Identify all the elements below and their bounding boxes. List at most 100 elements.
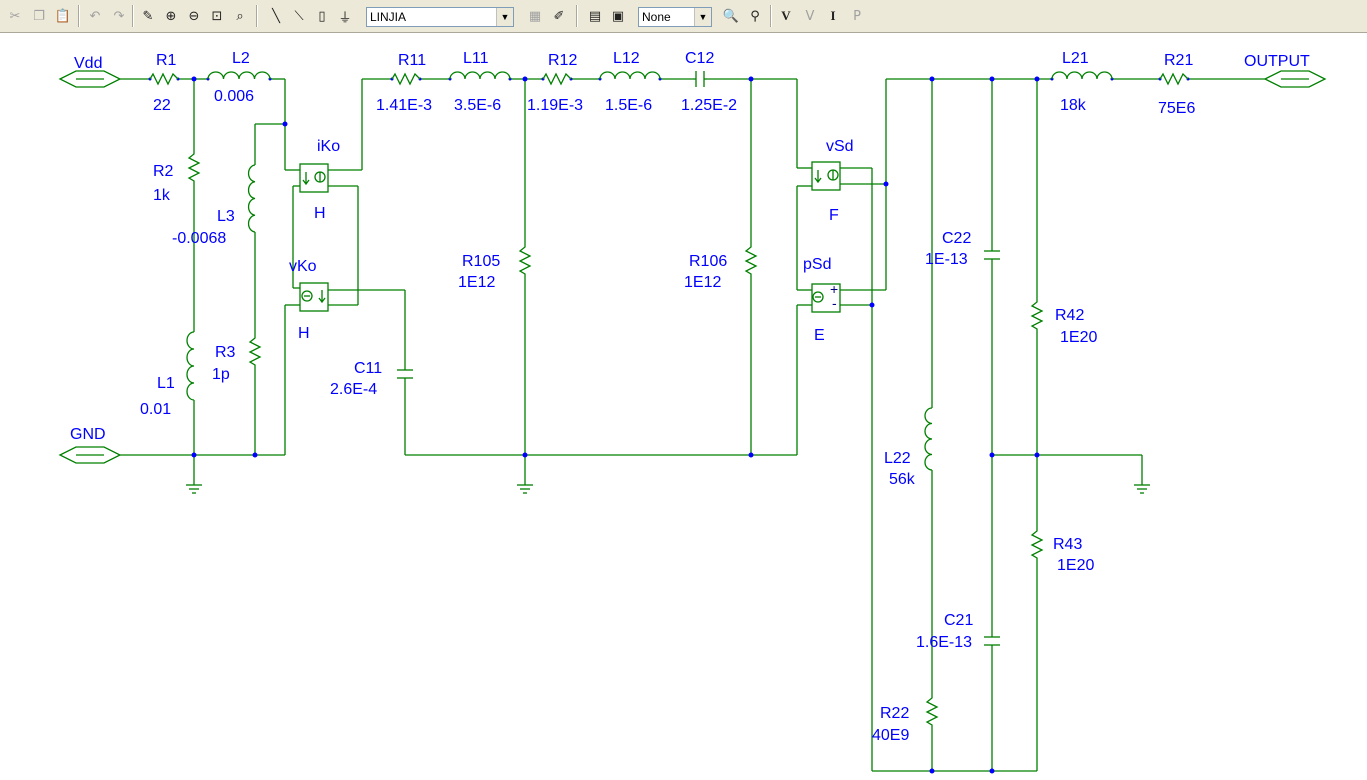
r22-value: 40E9 bbox=[872, 727, 909, 744]
r1-name: R1 bbox=[156, 52, 177, 69]
probe-icon[interactable]: ⚲ bbox=[750, 8, 760, 24]
zoom-fit-icon[interactable]: ⌕ bbox=[236, 8, 244, 24]
cut-icon[interactable]: ✂ bbox=[9, 8, 21, 24]
chevron-down-icon[interactable]: ▼ bbox=[496, 8, 513, 26]
l2-value: 0.006 bbox=[214, 88, 254, 105]
resistor-r21[interactable]: R21 75E6 bbox=[1158, 52, 1195, 117]
port-output[interactable]: OUTPUT bbox=[1244, 53, 1327, 88]
resistor-r12[interactable]: R12 1.19E-3 bbox=[527, 52, 583, 114]
find-icon[interactable]: 🔍 bbox=[722, 8, 740, 24]
r2-name: R2 bbox=[153, 163, 174, 180]
r12-value: 1.19E-3 bbox=[527, 97, 583, 114]
l3-name: L3 bbox=[217, 208, 235, 225]
inductor-l22[interactable]: L22 56k bbox=[884, 407, 933, 488]
r2-value: 1k bbox=[153, 187, 171, 204]
l11-value: 3.5E-6 bbox=[454, 97, 501, 114]
r42-value: 1E20 bbox=[1060, 329, 1097, 346]
port-vdd-label: Vdd bbox=[74, 55, 102, 72]
iko-type: H bbox=[314, 205, 326, 222]
capacitor-c11[interactable]: C11 2.6E-4 bbox=[330, 360, 413, 398]
resistor-r11[interactable]: R11 1.41E-3 bbox=[376, 52, 432, 114]
differential-marker-icon[interactable]: V bbox=[805, 8, 815, 24]
resistor-r106[interactable]: R106 1E12 bbox=[684, 243, 758, 291]
r43-value: 1E20 bbox=[1057, 557, 1094, 574]
junction-dots bbox=[148, 76, 1190, 774]
zoom-out-icon[interactable]: ⊖ bbox=[188, 8, 200, 24]
highlight-icon[interactable]: ▣ bbox=[611, 8, 625, 24]
vsd-type: F bbox=[829, 207, 839, 224]
current-marker-icon[interactable]: I bbox=[830, 8, 836, 23]
part-search-combo[interactable]: LINJIA ▼ bbox=[366, 7, 514, 27]
c11-value: 2.6E-4 bbox=[330, 381, 377, 398]
resistor-r1[interactable]: R1 22 bbox=[149, 52, 179, 114]
inductor-l11[interactable]: L11 3.5E-6 bbox=[449, 50, 511, 114]
l2-name: L2 bbox=[232, 50, 250, 67]
capacitor-c12[interactable]: C12 1.25E-2 bbox=[681, 50, 737, 114]
copy-icon[interactable]: ❐ bbox=[33, 8, 45, 24]
filter-combo[interactable]: None ▼ bbox=[638, 7, 712, 27]
source-psd[interactable]: + - pSd E bbox=[803, 256, 841, 344]
iko-name: iKo bbox=[317, 138, 340, 155]
r21-value: 75E6 bbox=[1158, 100, 1195, 117]
l12-value: 1.5E-6 bbox=[605, 97, 652, 114]
wire-icon[interactable]: ╲ bbox=[272, 8, 280, 24]
c11-name: C11 bbox=[354, 360, 382, 377]
inductor-l21[interactable]: L21 18k bbox=[1051, 50, 1113, 114]
r42-name: R42 bbox=[1055, 307, 1084, 324]
capacitor-c21[interactable]: C21 1.6E-13 bbox=[916, 612, 1000, 651]
place-part-icon[interactable]: ▯ bbox=[318, 8, 326, 24]
r105-name: R105 bbox=[462, 253, 500, 270]
capacitor-c22[interactable]: C22 1E-13 bbox=[925, 230, 1000, 268]
resistor-r105[interactable]: R105 1E12 bbox=[458, 243, 532, 291]
port-gnd[interactable]: GND bbox=[58, 426, 122, 464]
zoom-in-icon[interactable]: ⊕ bbox=[165, 8, 177, 24]
r43-name: R43 bbox=[1053, 536, 1082, 553]
inductor-l12[interactable]: L12 1.5E-6 bbox=[599, 50, 661, 114]
paste-icon[interactable]: 📋 bbox=[54, 8, 72, 24]
source-vko[interactable]: vKo H bbox=[289, 258, 329, 342]
undo-icon[interactable]: ↶ bbox=[89, 8, 101, 24]
power-marker-icon[interactable]: P bbox=[853, 8, 861, 24]
toolbar-separator bbox=[770, 5, 772, 27]
l22-name: L22 bbox=[884, 450, 911, 467]
edit-part-icon[interactable]: ✐ bbox=[553, 8, 565, 24]
schematic-canvas[interactable]: Vdd GND OUTPUT R1 22 R11 1.41E-3 R12 1.1… bbox=[0, 33, 1367, 780]
l21-value: 18k bbox=[1060, 97, 1087, 114]
ground-icon bbox=[1134, 484, 1150, 494]
zoom-area-icon[interactable]: ⊡ bbox=[211, 8, 223, 24]
redo-icon[interactable]: ↷ bbox=[113, 8, 125, 24]
bus-icon[interactable]: ⟍ bbox=[294, 8, 304, 24]
source-iko[interactable]: iKo H bbox=[299, 138, 340, 222]
psd-minus-label: - bbox=[832, 295, 837, 311]
net-alias-icon[interactable]: ▦ bbox=[528, 8, 542, 24]
l12-name: L12 bbox=[613, 50, 640, 67]
l21-name: L21 bbox=[1062, 50, 1089, 67]
l1-value: 0.01 bbox=[140, 401, 171, 418]
voltage-marker-icon[interactable]: V bbox=[781, 8, 791, 23]
port-vdd[interactable]: Vdd bbox=[58, 55, 122, 88]
vko-type: H bbox=[298, 325, 310, 342]
r11-value: 1.41E-3 bbox=[376, 97, 432, 114]
inductor-l1[interactable]: L1 0.01 bbox=[140, 331, 195, 418]
resistor-r2[interactable]: R2 1k bbox=[153, 150, 201, 204]
inductor-l2[interactable]: L2 0.006 bbox=[207, 50, 271, 105]
c21-value: 1.6E-13 bbox=[916, 634, 972, 651]
pencil-icon[interactable]: ✎ bbox=[142, 8, 154, 24]
resistor-r22[interactable]: R22 40E9 bbox=[872, 694, 939, 744]
toolbar-separator bbox=[78, 5, 80, 27]
psd-type: E bbox=[814, 327, 825, 344]
resistor-r42[interactable]: R42 1E20 bbox=[1030, 298, 1097, 346]
chevron-down-icon[interactable]: ▼ bbox=[694, 8, 711, 26]
r22-name: R22 bbox=[880, 705, 909, 722]
resistor-r3[interactable]: R3 1p bbox=[212, 334, 262, 383]
c22-value: 1E-13 bbox=[925, 251, 968, 268]
power-icon[interactable]: ⏚ bbox=[338, 10, 352, 26]
r1-value: 22 bbox=[153, 97, 171, 114]
r12-name: R12 bbox=[548, 52, 577, 69]
c22-name: C22 bbox=[942, 230, 971, 247]
r11-name: R11 bbox=[398, 52, 426, 69]
source-vsd[interactable]: vSd F bbox=[811, 138, 854, 224]
window-icon[interactable]: ▤ bbox=[588, 8, 602, 24]
resistor-r43[interactable]: R43 1E20 bbox=[1030, 527, 1094, 574]
inductor-l3[interactable]: L3 -0.0068 bbox=[172, 164, 256, 247]
